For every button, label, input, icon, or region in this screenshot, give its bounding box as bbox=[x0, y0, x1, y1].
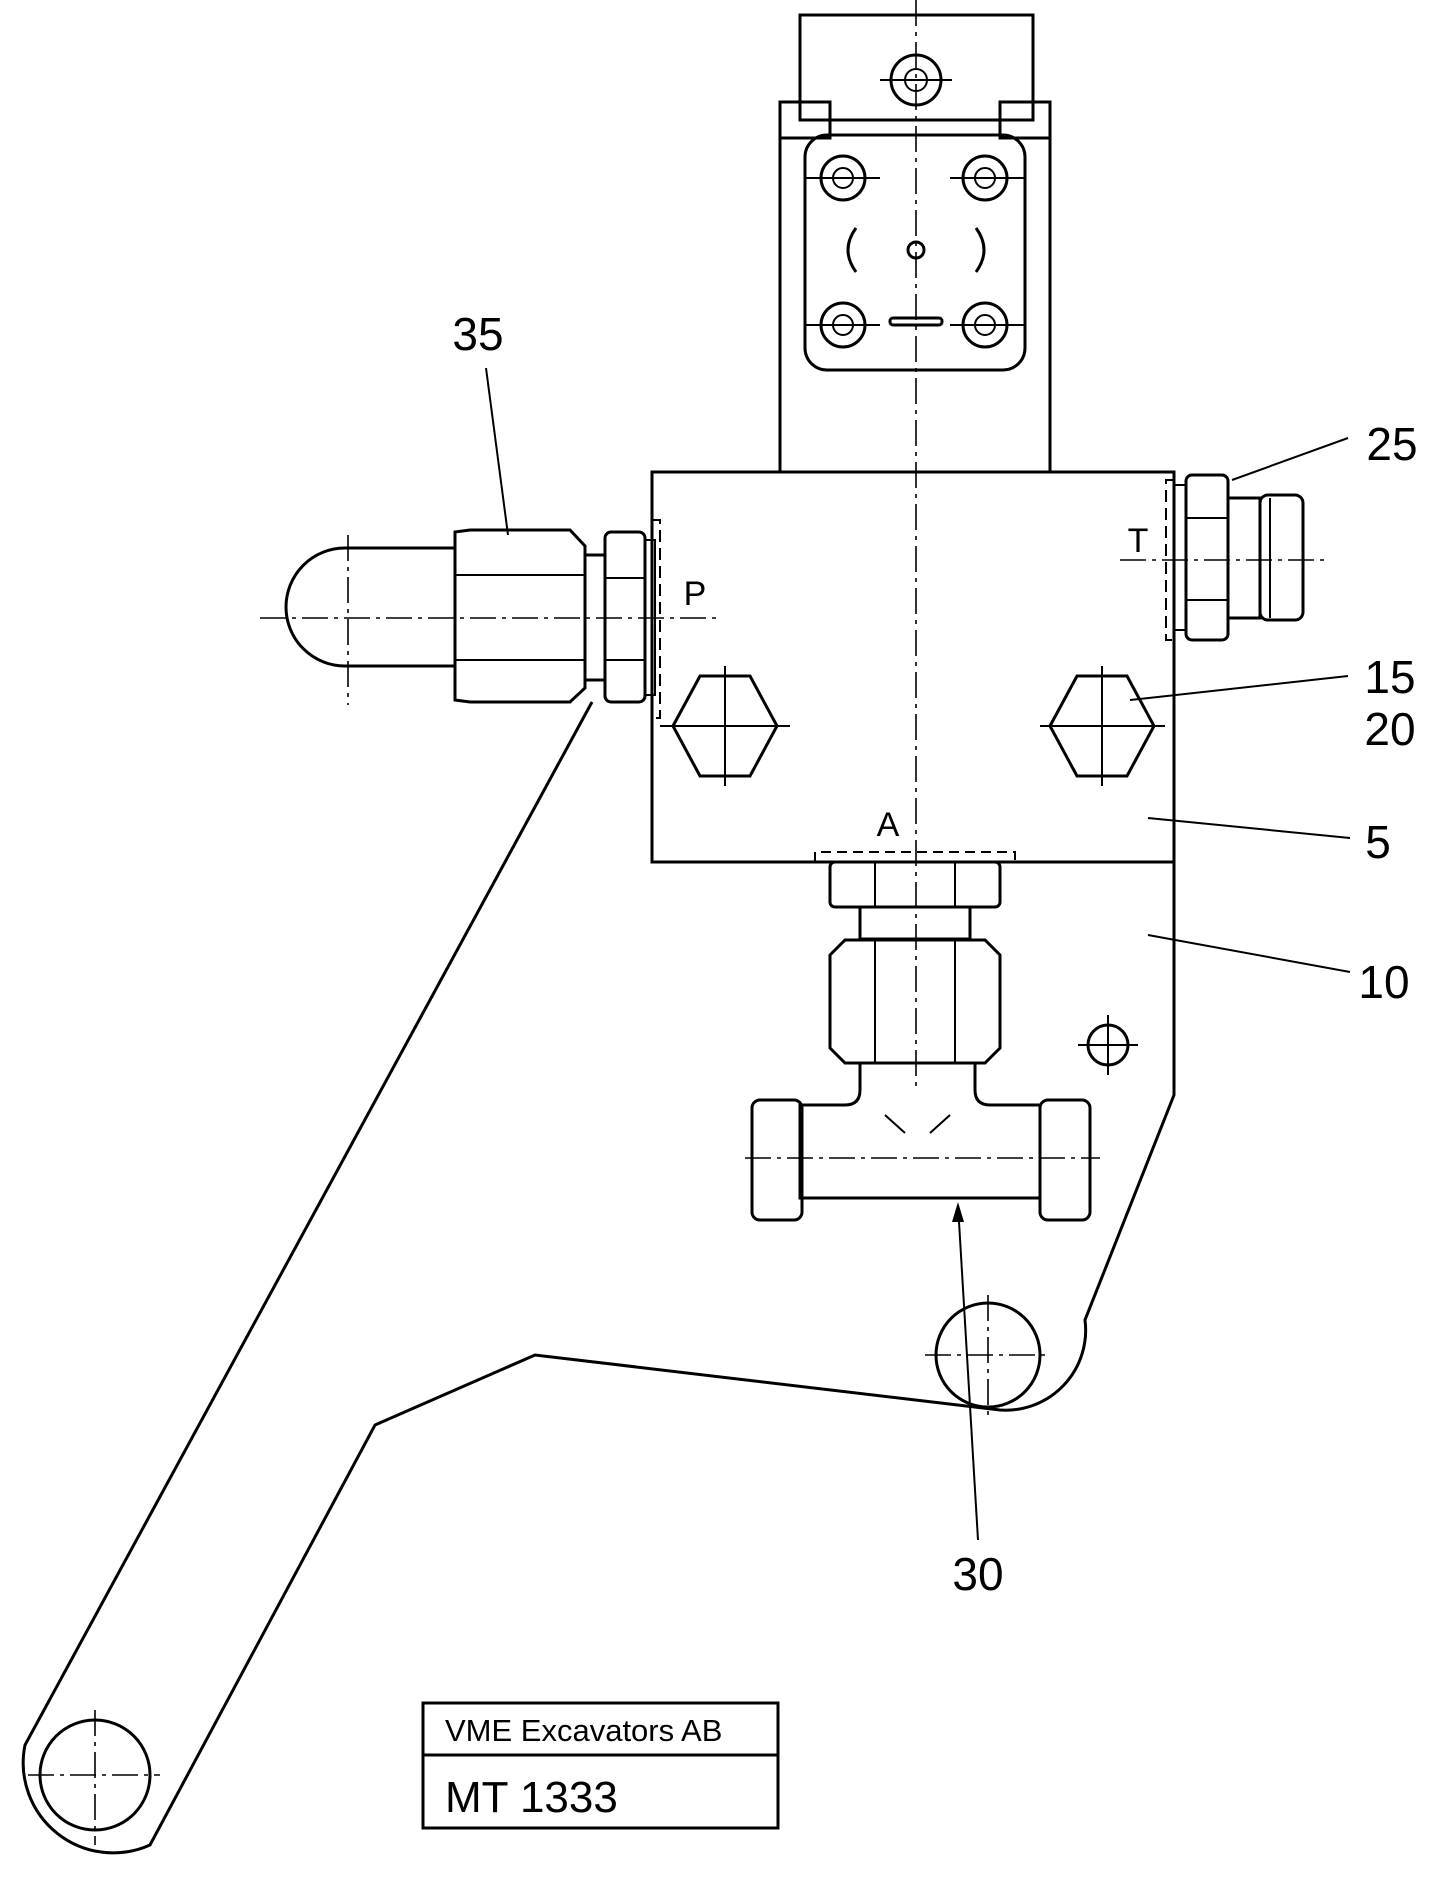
valve-block bbox=[650, 470, 1176, 864]
leader-lines bbox=[485, 367, 1351, 1541]
callout-25: 25 bbox=[1366, 418, 1417, 470]
connector-plate bbox=[803, 133, 1027, 372]
callout-35: 35 bbox=[452, 308, 503, 360]
port-t-label: T bbox=[1128, 522, 1149, 560]
fitting-35 bbox=[260, 528, 720, 705]
port-labels: P T A bbox=[684, 522, 1149, 844]
title-block-code: MT 1333 bbox=[445, 1773, 618, 1822]
callout-10: 10 bbox=[1358, 956, 1409, 1008]
title-block: VME Excavators AB MT 1333 bbox=[421, 1701, 780, 1830]
mounting-arm bbox=[21, 701, 1176, 1855]
callout-20: 20 bbox=[1364, 703, 1415, 755]
callout-15: 15 bbox=[1364, 651, 1415, 703]
callout-5: 5 bbox=[1365, 816, 1391, 868]
port-a-label: A bbox=[877, 806, 900, 844]
callout-30: 30 bbox=[952, 1548, 1003, 1600]
fitting-25 bbox=[1120, 473, 1325, 642]
callouts: 35 25 15 20 5 10 30 bbox=[452, 308, 1417, 1600]
title-block-company: VME Excavators AB bbox=[445, 1713, 722, 1748]
fitting-a-and-tee-30 bbox=[745, 860, 1100, 1222]
port-p-label: P bbox=[684, 575, 707, 613]
